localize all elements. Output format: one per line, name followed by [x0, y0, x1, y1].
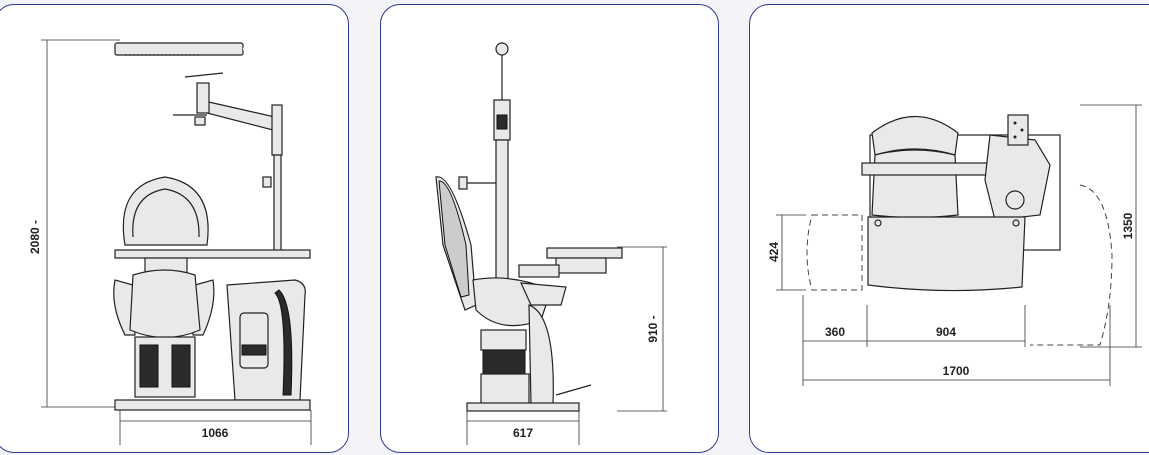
side-view-drawing: 910 - 617: [435, 42, 667, 445]
front-view-drawing: 2080 - 1066: [28, 39, 312, 445]
height-dimension-label: 2080 -: [28, 220, 42, 254]
depth-dimension-label: 424: [767, 242, 781, 262]
front-view-unit-illustration: [113, 42, 311, 411]
top-view-panel: 424 1350 360 904 1700: [749, 4, 1149, 453]
side-view-panel: 910 - 617: [380, 4, 719, 453]
table-width-label: 904: [936, 325, 956, 339]
width-dimension-label: 1066: [202, 426, 229, 440]
width-dimension-label: 617: [513, 426, 533, 440]
side-view-unit-illustration: [435, 42, 623, 412]
top-view-drawing: 424 1350 360 904 1700: [767, 104, 1142, 386]
total-width-label: 1700: [943, 364, 970, 378]
left-extension-label: 360: [825, 325, 845, 339]
front-view-panel: 2080 - 1066: [0, 4, 349, 453]
top-view-unit-illustration: [806, 114, 1113, 346]
height-dimension-label: 910 -: [646, 315, 660, 342]
total-depth-dimension-label: 1350: [1121, 212, 1135, 239]
